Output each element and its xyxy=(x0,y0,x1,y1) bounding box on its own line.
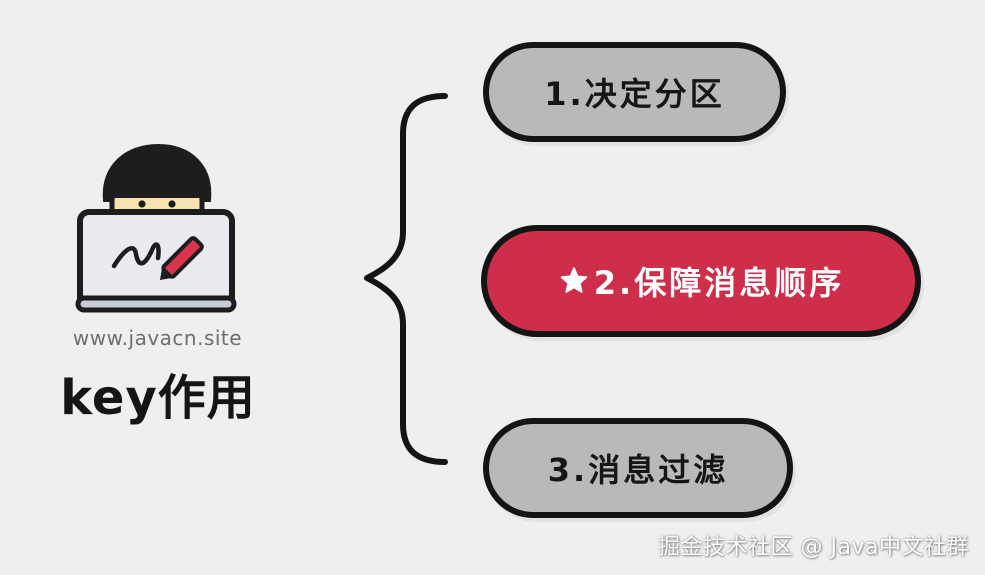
laptop-base xyxy=(75,295,237,313)
watermark: 掘金技术社区 @ Java中文社群 xyxy=(658,535,969,560)
mascot-eye-left xyxy=(138,200,146,208)
scribble-line xyxy=(111,242,161,269)
page-title: key作用 xyxy=(60,370,256,426)
star-icon xyxy=(560,267,588,293)
item-label-3: 3.消息过滤 xyxy=(547,451,729,489)
item-pill-2-highlighted: 2.保障消息顺序 xyxy=(481,225,921,337)
item-label-2: 2.保障消息顺序 xyxy=(593,264,845,302)
curly-brace xyxy=(364,93,448,465)
laptop-screen xyxy=(77,209,235,311)
item-pill-3: 3.消息过滤 xyxy=(483,418,793,518)
site-url: www.javacn.site xyxy=(72,326,243,350)
mascot-eye-right xyxy=(168,200,176,208)
pencil-icon xyxy=(159,236,204,281)
mascot-illustration xyxy=(75,143,237,313)
item-pill-1: 1.决定分区 xyxy=(483,42,786,142)
item-label-1: 1.决定分区 xyxy=(544,75,725,113)
